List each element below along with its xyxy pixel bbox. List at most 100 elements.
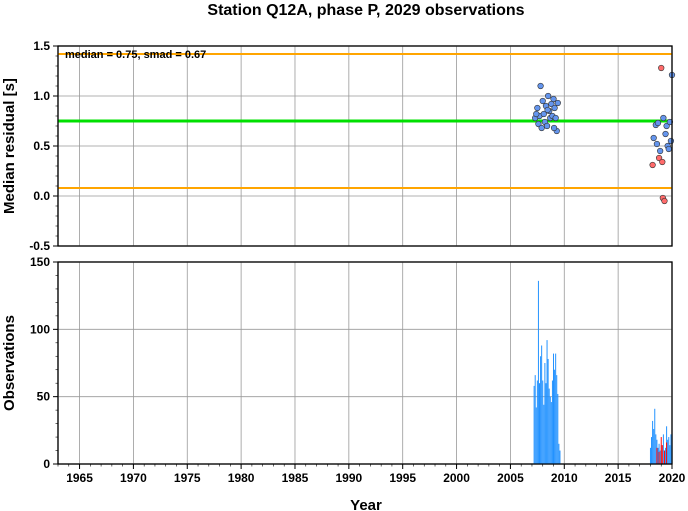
observation-bar	[651, 437, 653, 464]
x-tick-label: 2020	[659, 471, 686, 485]
y-tick-label: -0.5	[29, 239, 50, 253]
observations-plot-frame	[57, 261, 673, 465]
y-tick-label: 0.0	[33, 189, 50, 203]
observation-bar	[540, 356, 542, 464]
x-tick-label: 2010	[551, 471, 578, 485]
residual-point	[663, 122, 670, 130]
x-tick-label: 1975	[174, 471, 201, 485]
x-tick-label: 1970	[120, 471, 147, 485]
observation-bar	[557, 393, 559, 464]
y-tick-label: 1.5	[33, 39, 50, 53]
observation-bar	[541, 345, 543, 464]
observation-bar	[542, 380, 544, 464]
year-x-axis-label: Year	[350, 497, 382, 511]
residual-point	[654, 119, 662, 127]
observation-bar	[667, 439, 669, 464]
residual-point	[657, 147, 664, 155]
observation-bar	[657, 447, 659, 464]
observation-bar	[559, 450, 561, 464]
residual-point	[662, 130, 669, 138]
observation-bar	[549, 396, 551, 464]
observation-bar	[533, 385, 535, 464]
residual-y-axis-label: Median residual [s]	[1, 78, 18, 214]
observation-bar	[554, 369, 556, 464]
observation-bar	[656, 447, 658, 464]
residual-point	[665, 145, 672, 153]
residual-point	[545, 92, 552, 100]
x-tick-label: 1985	[282, 471, 309, 485]
residual-point	[649, 161, 656, 169]
observation-bar	[537, 280, 539, 464]
y-tick-label: 1.0	[33, 89, 50, 103]
observation-bar	[654, 408, 656, 464]
observation-bar	[668, 437, 670, 464]
residual-point	[533, 110, 540, 118]
observation-bar	[669, 445, 671, 464]
residual-point	[551, 104, 558, 112]
observation-bar	[649, 447, 651, 464]
residual-point	[554, 99, 561, 107]
residual-point	[650, 134, 657, 142]
observation-bar	[551, 380, 553, 464]
x-tick-label: 2000	[443, 471, 470, 485]
observations-y-axis-label: Observations	[1, 315, 18, 411]
y-tick-label: 0.5	[33, 139, 50, 153]
observation-bar	[555, 353, 557, 464]
residual-reference-lines	[58, 53, 672, 189]
observation-bar	[660, 437, 662, 464]
observation-bar	[665, 447, 667, 464]
x-tick-label: 1965	[66, 471, 93, 485]
observation-bar	[659, 450, 661, 464]
observation-bar	[652, 420, 654, 464]
residual-point	[661, 197, 668, 205]
residual-point	[539, 97, 546, 105]
observations-plot-frame	[57, 261, 673, 465]
residual-y-ticks: -0.5 0.0 0.5 1.0 1.5	[29, 39, 58, 253]
residual-point	[667, 137, 675, 145]
observation-bar	[548, 388, 550, 464]
observation-bar	[535, 407, 537, 464]
y-tick-label: 100	[30, 322, 50, 336]
observation-bar	[661, 445, 663, 464]
observation-bar	[539, 383, 540, 464]
observation-bar	[556, 375, 558, 464]
median-smad-annotation: median = 0.75, smad = 0.67	[65, 49, 206, 61]
observation-bar	[553, 353, 554, 464]
observation-bars	[533, 280, 673, 464]
residual-point	[653, 140, 661, 148]
observation-bar	[536, 380, 538, 464]
residual-point	[660, 114, 667, 122]
residual-plot-frame	[57, 45, 673, 247]
residual-point	[550, 124, 558, 132]
x-tick-label: 1990	[335, 471, 362, 485]
observation-bar	[655, 434, 657, 464]
residual-point	[534, 104, 541, 112]
observation-bar	[546, 340, 548, 464]
y-tick-label: 50	[37, 390, 51, 404]
residual-points	[532, 64, 676, 205]
residual-point	[552, 114, 559, 122]
observation-bar	[550, 402, 552, 464]
observation-bar	[662, 434, 664, 464]
observation-bar	[544, 363, 546, 464]
x-tick-label: 2015	[605, 471, 632, 485]
y-tick-label: 0	[43, 457, 50, 471]
residual-point	[666, 118, 673, 126]
residual-point	[540, 110, 547, 118]
observation-bar	[666, 442, 668, 464]
residual-point	[538, 124, 545, 132]
observation-bar	[558, 443, 560, 464]
residual-point	[659, 158, 666, 166]
residual-point	[535, 120, 542, 128]
residual-point	[655, 154, 663, 162]
residual-point	[544, 106, 551, 114]
observation-bar	[547, 358, 549, 464]
observation-bar	[663, 450, 665, 464]
observation-bar	[543, 404, 545, 464]
x-tick-label: 1980	[228, 471, 255, 485]
residual-point	[537, 82, 544, 90]
